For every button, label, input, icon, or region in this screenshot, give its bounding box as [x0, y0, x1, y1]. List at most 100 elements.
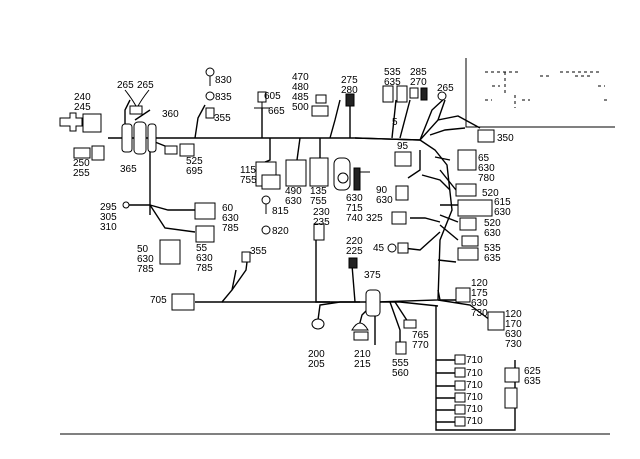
callout-250-line-0: 250: [73, 158, 90, 169]
callout-230-line-1: 235: [313, 217, 330, 228]
callout-710c-line-0: 710: [466, 380, 483, 391]
callout-60-line-0: 60: [222, 203, 234, 214]
callout-265b-line-0: 265: [137, 80, 154, 91]
components: [59, 67, 520, 427]
callout-360-line-0: 360: [162, 109, 179, 120]
callout-200-line-0: 200: [308, 349, 325, 360]
callout-710f-line-0: 710: [466, 416, 483, 427]
callout-295-line-0: 295: [100, 202, 117, 213]
callout-50-line-2: 785: [137, 264, 154, 275]
callout-355b-line-0: 355: [250, 246, 267, 257]
callout-765-line-0: 765: [412, 330, 429, 341]
callout-285-line-1: 270: [410, 77, 427, 88]
callout-350-line-0: 350: [497, 133, 514, 144]
callout-65-line-0: 65: [478, 153, 490, 164]
callout-295-line-1: 305: [100, 212, 117, 223]
inset-view: [465, 58, 615, 128]
callout-60-line-1: 630: [222, 213, 239, 224]
callout-525-line-1: 695: [186, 166, 203, 177]
callout-120b-line-3: 730: [505, 339, 522, 350]
callout-820-line-0: 820: [272, 226, 289, 237]
callout-555-line-1: 560: [392, 368, 409, 379]
callout-535a-line-1: 635: [384, 77, 401, 88]
callout-240-line-1: 245: [74, 102, 91, 113]
callout-490-line-1: 630: [285, 196, 302, 207]
callout-265a-line-0: 265: [117, 80, 134, 91]
callout-615-line-0: 615: [494, 197, 511, 208]
callout-710d-line-0: 710: [466, 392, 483, 403]
callout-50-line-1: 630: [137, 254, 154, 265]
callout-275-line-1: 280: [341, 85, 358, 96]
callout-705-line-0: 705: [150, 295, 167, 306]
callout-555-line-0: 555: [392, 358, 409, 369]
callout-630a-line-1: 715: [346, 203, 363, 214]
callout-625-line-0: 625: [524, 366, 541, 377]
callout-95-line-0: 95: [397, 141, 409, 152]
callout-625-line-1: 635: [524, 376, 541, 387]
callout-120a-line-0: 120: [471, 278, 488, 289]
harness-label: 5: [392, 117, 398, 128]
callout-120a-line-3: 730: [471, 308, 488, 319]
callout-710a-line-0: 710: [466, 355, 483, 366]
callout-220-line-0: 220: [346, 236, 363, 247]
callout-375-line-0: 375: [364, 270, 381, 281]
callout-90-line-0: 90: [376, 185, 388, 196]
callout-120b-line-2: 630: [505, 329, 522, 340]
callout-65-line-1: 630: [478, 163, 495, 174]
callout-250-line-1: 255: [73, 168, 90, 179]
callout-120a-line-1: 175: [471, 288, 488, 299]
callout-220-line-1: 225: [346, 246, 363, 257]
callout-275-line-0: 275: [341, 75, 358, 86]
callout-135-line-0: 135: [310, 186, 327, 197]
callout-325-line-0: 325: [366, 213, 383, 224]
callout-60-line-2: 785: [222, 223, 239, 234]
callout-470-line-1: 480: [292, 82, 309, 93]
callout-835-line-0: 835: [215, 92, 232, 103]
callout-615-line-1: 630: [494, 207, 511, 218]
callout-115-line-0: 115: [240, 165, 256, 176]
callout-710e-line-0: 710: [466, 404, 483, 415]
callout-65-line-2: 780: [478, 173, 495, 184]
callout-630a-line-2: 740: [346, 213, 363, 224]
callout-265c-line-0: 265: [437, 83, 454, 94]
callout-120a-line-2: 630: [471, 298, 488, 309]
callout-525-line-0: 525: [186, 156, 203, 167]
callout-520b-line-1: 630: [484, 228, 501, 239]
callout-355a-line-0: 355: [214, 113, 231, 124]
callout-55-line-1: 630: [196, 253, 213, 264]
callout-535b-line-0: 535: [484, 243, 501, 254]
callout-45-line-0: 45: [373, 243, 385, 254]
callout-55-line-0: 55: [196, 243, 208, 254]
callout-120b-line-0: 120: [505, 309, 522, 320]
callout-710b-line-0: 710: [466, 368, 483, 379]
callout-470-line-3: 500: [292, 102, 309, 113]
callout-815-line-0: 815: [272, 206, 289, 217]
callout-115-line-1: 755: [240, 175, 257, 186]
callout-90-line-1: 630: [376, 195, 393, 206]
callout-285-line-0: 285: [410, 67, 427, 78]
callout-50-line-0: 50: [137, 244, 149, 255]
callout-120b-line-1: 170: [505, 319, 522, 330]
callout-765-line-1: 770: [412, 340, 429, 351]
callout-240-line-0: 240: [74, 92, 91, 103]
callout-520a-line-0: 520: [482, 188, 499, 199]
callout-200-line-1: 205: [308, 359, 325, 370]
callout-520b-line-0: 520: [484, 218, 501, 229]
callout-535a-line-0: 535: [384, 67, 401, 78]
callout-490-line-0: 490: [285, 186, 302, 197]
callout-665-line-0: 665: [268, 106, 285, 117]
callout-535b-line-1: 635: [484, 253, 501, 264]
callout-365-line-0: 365: [120, 164, 137, 175]
callout-470-line-0: 470: [292, 72, 309, 83]
callout-470-line-2: 485: [292, 92, 309, 103]
callout-295-line-2: 310: [100, 222, 117, 233]
callout-630a-line-0: 630: [346, 193, 363, 204]
callout-55-line-2: 785: [196, 263, 213, 274]
callout-605-line-0: 605: [264, 91, 281, 102]
callout-830-line-0: 830: [215, 75, 232, 86]
callout-210-line-0: 210: [354, 349, 371, 360]
callout-135-line-1: 755: [310, 196, 327, 207]
callout-230-line-0: 230: [313, 207, 330, 218]
